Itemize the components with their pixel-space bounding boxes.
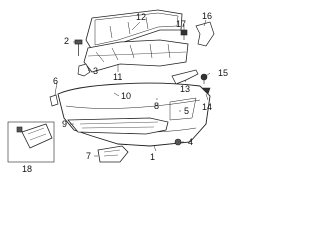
bumper-guide xyxy=(171,69,199,85)
callout-14: 14 xyxy=(202,102,212,112)
lower-clip-icon xyxy=(174,138,182,146)
callout-4: 4 xyxy=(188,137,193,147)
reinforcement-beam xyxy=(85,9,183,51)
callout-13: 13 xyxy=(180,84,190,94)
retainer-bracket xyxy=(77,63,91,77)
callout-18: 18 xyxy=(22,164,32,174)
callout-15: 15 xyxy=(218,68,228,78)
plate-screw-icon xyxy=(16,126,23,133)
bolt-icon xyxy=(74,39,83,56)
callout-3: 3 xyxy=(93,66,98,76)
push-clip-icon xyxy=(200,73,208,84)
callout-8: 8 xyxy=(154,101,159,111)
energy-absorber xyxy=(83,39,189,73)
license-plate-bracket xyxy=(21,123,53,149)
lower-grille xyxy=(67,117,169,135)
callout-16: 16 xyxy=(202,11,212,21)
label-box-18 xyxy=(7,121,55,163)
callout-12: 12 xyxy=(136,12,146,22)
clip-icon xyxy=(180,29,188,40)
callout-6: 6 xyxy=(53,76,58,86)
fog-lamp-cover xyxy=(97,145,129,163)
parts-diagram: 1 2 3 4 5 6 7 8 9 10 11 12 13 14 15 16 1… xyxy=(7,9,228,174)
bumper-exploded-view: 1 2 3 4 5 6 7 8 9 10 11 12 13 14 15 16 1… xyxy=(7,9,228,174)
callout-5: 5 xyxy=(184,106,189,116)
side-retainer xyxy=(49,94,59,107)
callout-7: 7 xyxy=(86,151,91,161)
side-bracket xyxy=(195,21,215,47)
callout-1: 1 xyxy=(150,152,155,162)
callout-17: 17 xyxy=(176,19,186,29)
leader-lines xyxy=(54,19,211,157)
callout-10: 10 xyxy=(121,91,131,101)
callout-2: 2 xyxy=(64,36,69,46)
callout-11: 11 xyxy=(113,72,122,82)
callout-9: 9 xyxy=(62,119,67,129)
